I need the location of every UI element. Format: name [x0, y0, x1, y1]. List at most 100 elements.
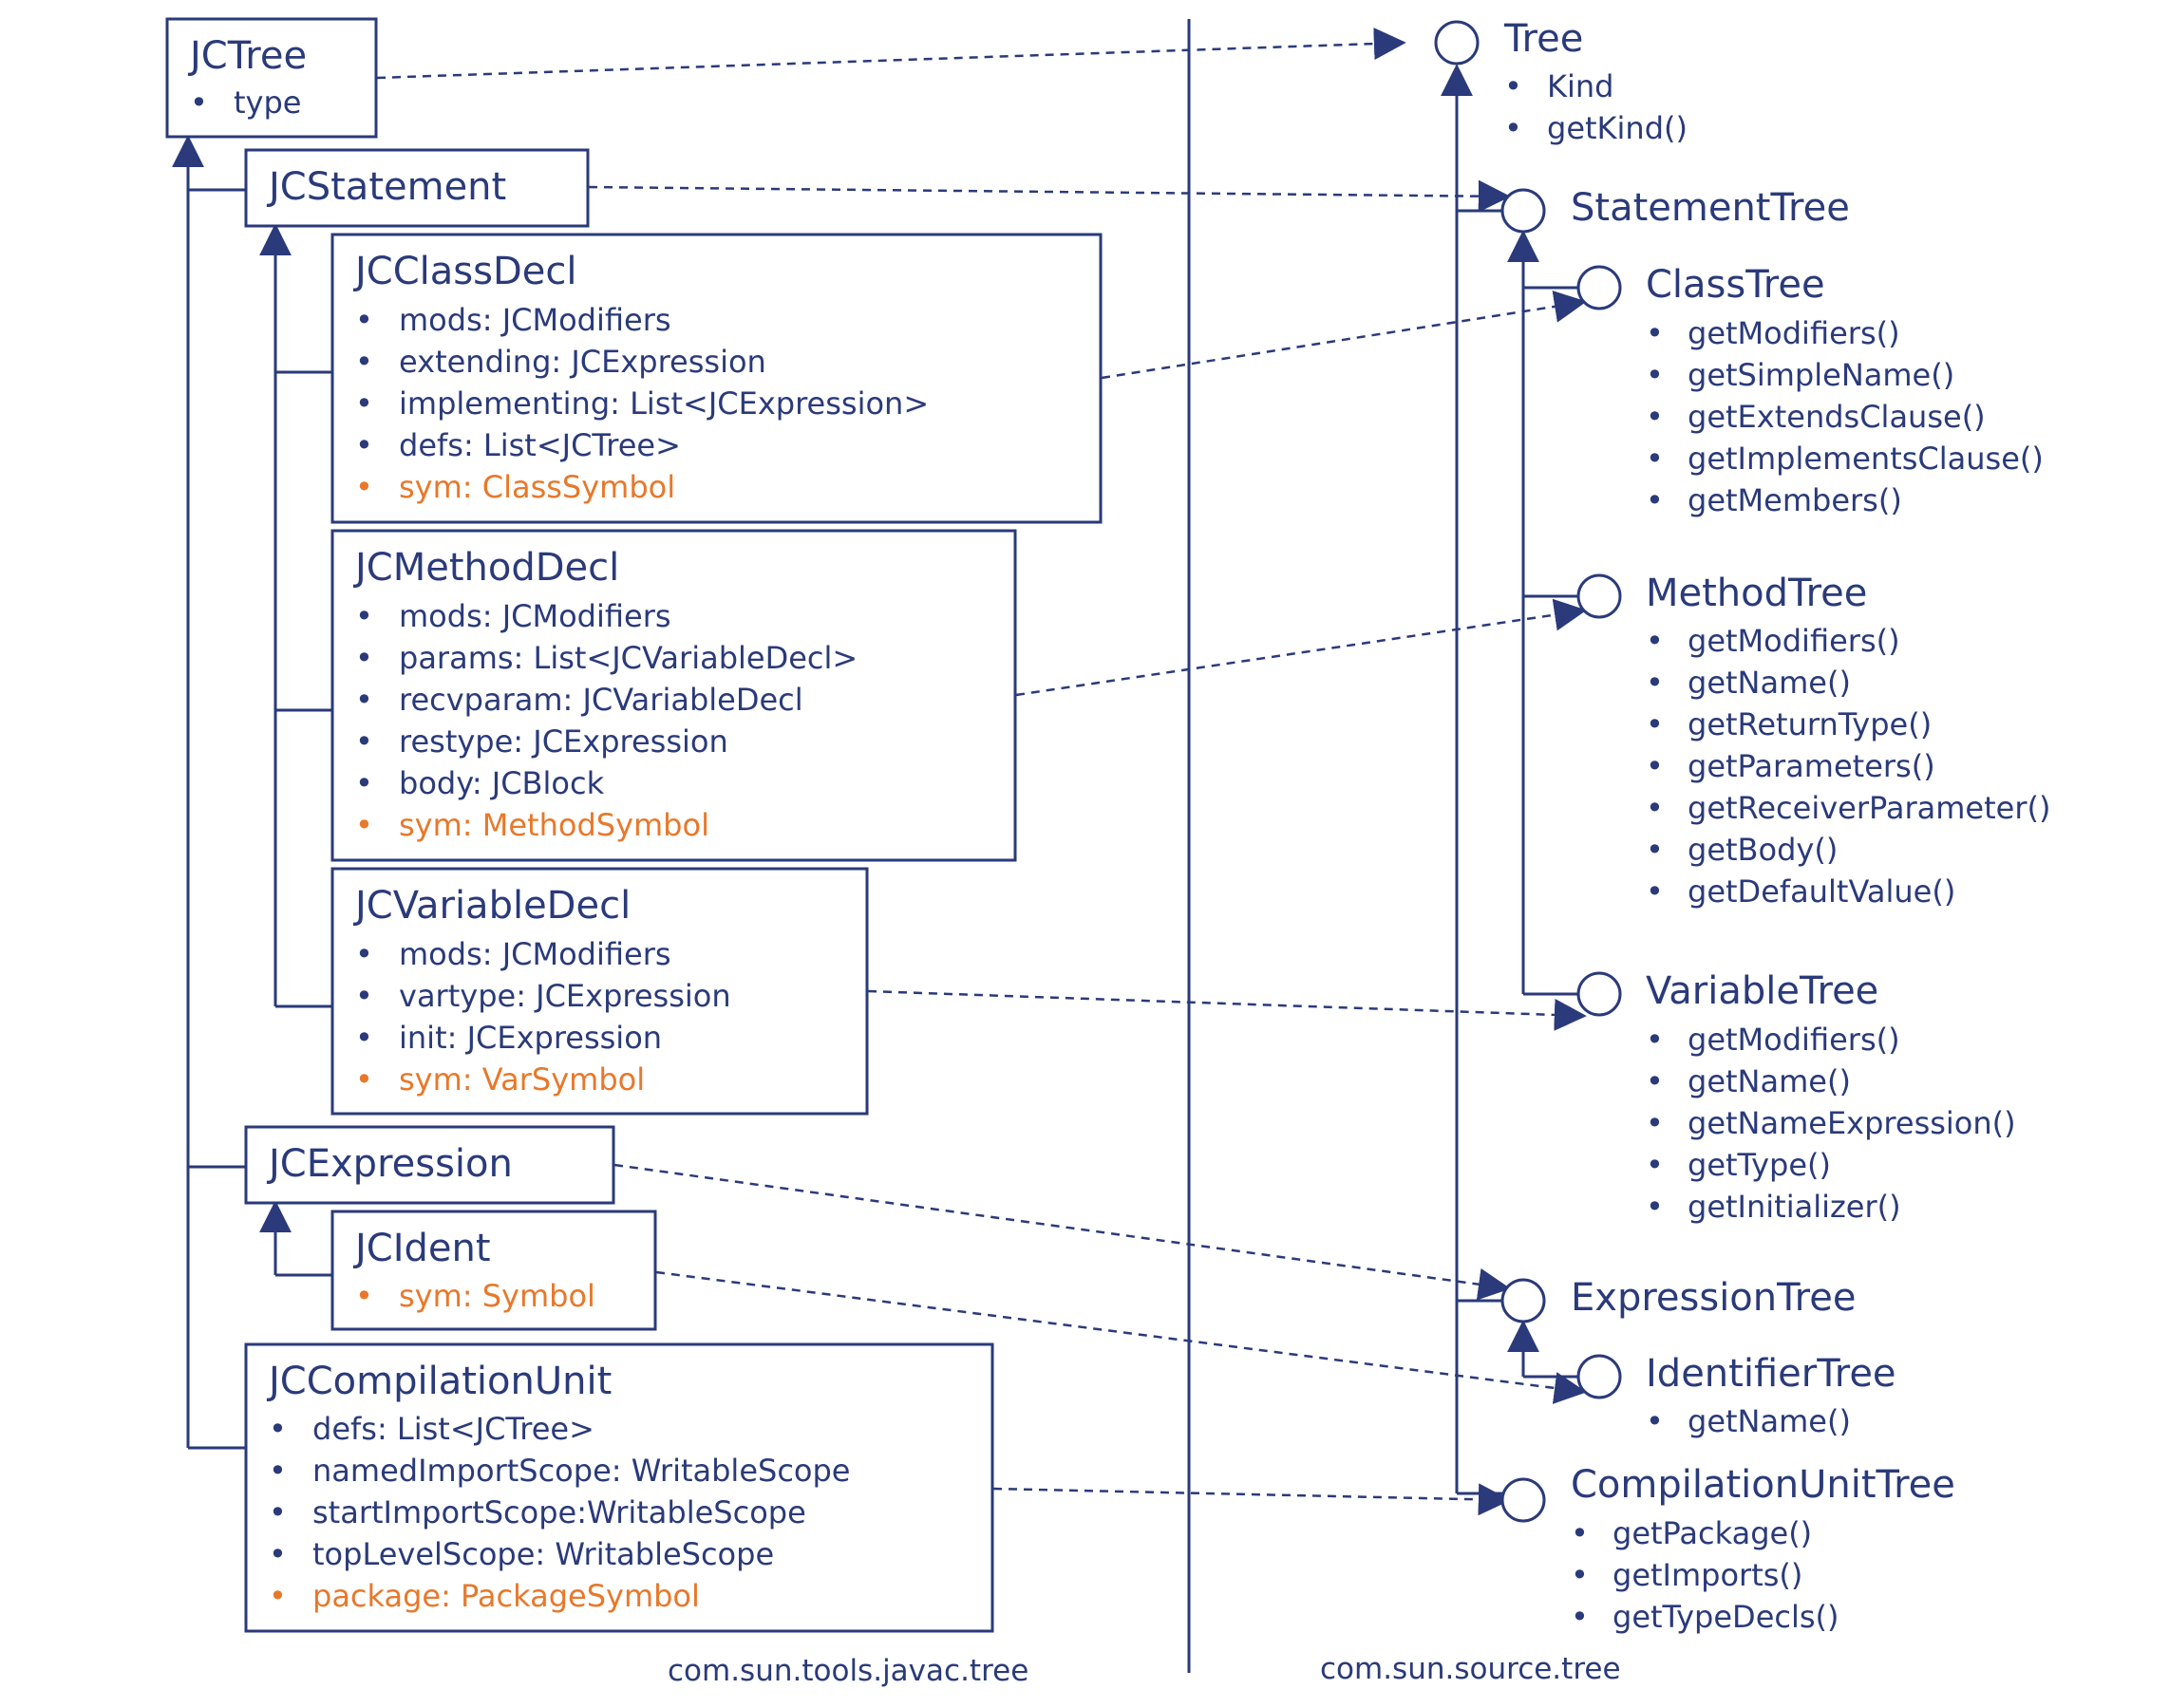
jcmethoddecl-box: [330, 529, 1017, 862]
member-bullet: •: [1646, 315, 1664, 351]
jccompilationunit-title: JCCompilationUnit: [266, 1360, 612, 1403]
member-bullet: •: [1646, 1403, 1664, 1439]
member-bullet: •: [1646, 790, 1664, 826]
member-bullet: •: [1646, 1063, 1664, 1099]
jctree-bullet: •: [190, 84, 208, 121]
jcclassdecl-members: • mods: JCModifiers • extending: JCExpre…: [355, 302, 929, 505]
member-text: startImportScope:WritableScope: [312, 1494, 806, 1530]
member-text: getTypeDecls(): [1613, 1599, 1839, 1635]
compilationunittree-lollipop-icon: [1500, 1477, 1546, 1523]
member-text: getName(): [1688, 1063, 1851, 1099]
classtree-members: • getModifiers() • getSimpleName() • get…: [1646, 315, 2044, 518]
member-bullet: •: [355, 427, 373, 463]
jcclassdecl-implements-classtree: [1101, 291, 1587, 380]
member-bullet: •: [1646, 873, 1664, 910]
jccompilationunit-members: • defs: List<JCTree> • namedImportScope:…: [269, 1411, 850, 1614]
member-text: getDefaultValue(): [1688, 873, 1955, 910]
member-text: getName(): [1688, 665, 1851, 701]
member-text: getNameExpression(): [1688, 1105, 2016, 1141]
symbol-member-bullet: •: [269, 1578, 287, 1614]
right-package-label: com.sun.source.tree: [1320, 1652, 1621, 1686]
member-bullet: •: [355, 978, 373, 1014]
member-text: mods: JCModifiers: [399, 302, 671, 338]
jctree-implements-tree: [376, 28, 1406, 80]
member-bullet: •: [1646, 748, 1664, 784]
member-text: getBody(): [1688, 832, 1838, 868]
statementtree-lollipop-icon: [1500, 188, 1546, 234]
jcexpression-implements-expressiontree: [613, 1163, 1511, 1301]
symbol-member-text: sym: ClassSymbol: [399, 469, 675, 505]
member-bullet: •: [269, 1453, 287, 1489]
member-text: vartype: JCExpression: [399, 978, 731, 1014]
member-text: getType(): [1688, 1147, 1831, 1183]
member-text: namedImportScope: WritableScope: [312, 1453, 850, 1489]
member-bullet: •: [269, 1494, 287, 1530]
jcident-title: JCIdent: [352, 1227, 491, 1270]
member-text: getSimpleName(): [1688, 357, 1954, 393]
jcident-implements-identifiertree: [655, 1270, 1587, 1404]
member-text: init: JCExpression: [399, 1020, 662, 1056]
compilationunittree-members: • getPackage() • getImports() • getTypeD…: [1571, 1515, 1839, 1635]
jcexpression-box: [244, 1125, 615, 1205]
member-bullet: •: [1646, 623, 1664, 659]
jcmethoddecl-implements-methodtree: [1015, 598, 1587, 697]
member-bullet: •: [1646, 1147, 1664, 1183]
jcvariabledecl-box: [330, 867, 869, 1116]
member-bullet: •: [1646, 399, 1664, 435]
interface-labels: Tree • Kind • getKind() StatementTree Cl…: [1320, 17, 2050, 1686]
member-bullet: •: [1646, 665, 1664, 701]
variabletree-lollipop-icon: [1576, 971, 1622, 1017]
member-bullet: •: [1571, 1557, 1589, 1593]
jcident-box: [330, 1210, 657, 1331]
member-text: getName(): [1688, 1403, 1851, 1439]
methodtree-lollipop-icon: [1576, 573, 1622, 619]
member-bullet: •: [355, 723, 373, 760]
symbol-member-bullet: •: [355, 469, 373, 505]
member-bullet: •: [355, 936, 373, 972]
classtree-lollipop-icon: [1576, 265, 1622, 310]
jccompilationunit-box: [244, 1342, 994, 1633]
jcvariabledecl-implements-variabletree: [867, 989, 1587, 1031]
member-bullet: •: [355, 302, 373, 338]
jcstatement-box: [244, 148, 590, 228]
symbol-member-text: package: PackageSymbol: [312, 1578, 700, 1614]
member-text: Kind: [1547, 68, 1613, 104]
jcmethoddecl-members: • mods: JCModifiers • params: List<JCVar…: [355, 598, 858, 843]
expressiontree-title: ExpressionTree: [1571, 1276, 1856, 1320]
member-bullet: •: [355, 385, 373, 422]
member-bullet: •: [355, 598, 373, 634]
member-bullet: •: [269, 1411, 287, 1447]
compilationunittree-title: CompilationUnitTree: [1571, 1463, 1955, 1507]
jcstatement-title: JCStatement: [266, 165, 506, 209]
member-bullet: •: [1646, 832, 1664, 868]
jcstatement-implements-statementtree: [588, 179, 1511, 213]
identifiertree-title: IdentifierTree: [1646, 1352, 1896, 1396]
member-bullet: •: [1646, 441, 1664, 477]
member-text: getInitializer(): [1688, 1189, 1901, 1225]
symbol-member-bullet: •: [355, 807, 373, 843]
member-bullet: •: [355, 1020, 373, 1056]
jccompilationunit-implements-compilationunittree: [992, 1483, 1511, 1516]
methodtree-title: MethodTree: [1646, 572, 1867, 615]
symbol-member-text: sym: VarSymbol: [399, 1061, 645, 1098]
jcmethoddecl-title: JCMethodDecl: [352, 546, 619, 590]
member-text: getReturnType(): [1688, 706, 1932, 742]
tree-lollipop-icon: [1434, 20, 1480, 66]
jcclassdecl-title: JCClassDecl: [352, 250, 576, 293]
member-text: mods: JCModifiers: [399, 598, 671, 634]
member-text: getMembers(): [1688, 482, 1902, 518]
member-bullet: •: [1571, 1515, 1589, 1551]
member-text: body: JCBlock: [399, 765, 605, 801]
jcexpression-title: JCExpression: [266, 1142, 513, 1186]
left-package-label: com.sun.tools.javac.tree: [668, 1654, 1028, 1688]
methodtree-members: • getModifiers() • getName() • getReturn…: [1646, 623, 2050, 910]
jcvariabledecl-members: • mods: JCModifiers • vartype: JCExpress…: [355, 936, 731, 1098]
member-bullet: •: [1646, 1189, 1664, 1225]
member-bullet: •: [1646, 1022, 1664, 1058]
member-bullet: •: [355, 682, 373, 718]
member-text: recvparam: JCVariableDecl: [399, 682, 803, 718]
member-bullet: •: [1646, 1105, 1664, 1141]
member-text: getImports(): [1613, 1557, 1802, 1593]
member-bullet: •: [269, 1536, 287, 1572]
